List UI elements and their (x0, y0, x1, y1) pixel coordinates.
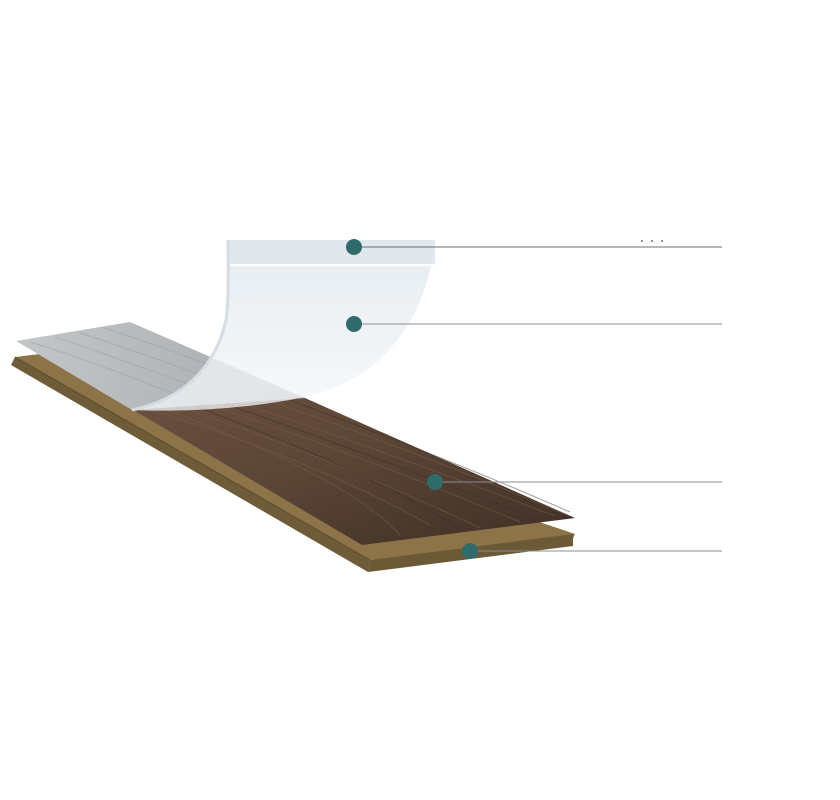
decor-wood-grain-dark (194, 399, 571, 531)
core-layer-callout[interactable] (462, 543, 722, 559)
wear-layer-callout[interactable] (346, 316, 722, 332)
callout-marker[interactable] (346, 316, 362, 332)
callout-marker[interactable] (462, 543, 478, 559)
callout-marker[interactable] (427, 474, 443, 490)
core-edge-line (14, 356, 371, 561)
callouts (346, 239, 722, 559)
callout-marker[interactable] (346, 239, 362, 255)
wear-layer-edge (131, 239, 230, 412)
wear-layer-sheet (132, 240, 435, 411)
decor-layer (130, 398, 575, 545)
wear-layer (131, 239, 450, 412)
decor-layer-callout[interactable] (427, 474, 722, 490)
decor-wood-grain (149, 400, 566, 536)
decorative-dots (641, 240, 663, 242)
core-front-face (11, 357, 370, 572)
wear-layer-top-band (228, 240, 435, 264)
wear-layer-top-callout[interactable] (346, 239, 722, 255)
